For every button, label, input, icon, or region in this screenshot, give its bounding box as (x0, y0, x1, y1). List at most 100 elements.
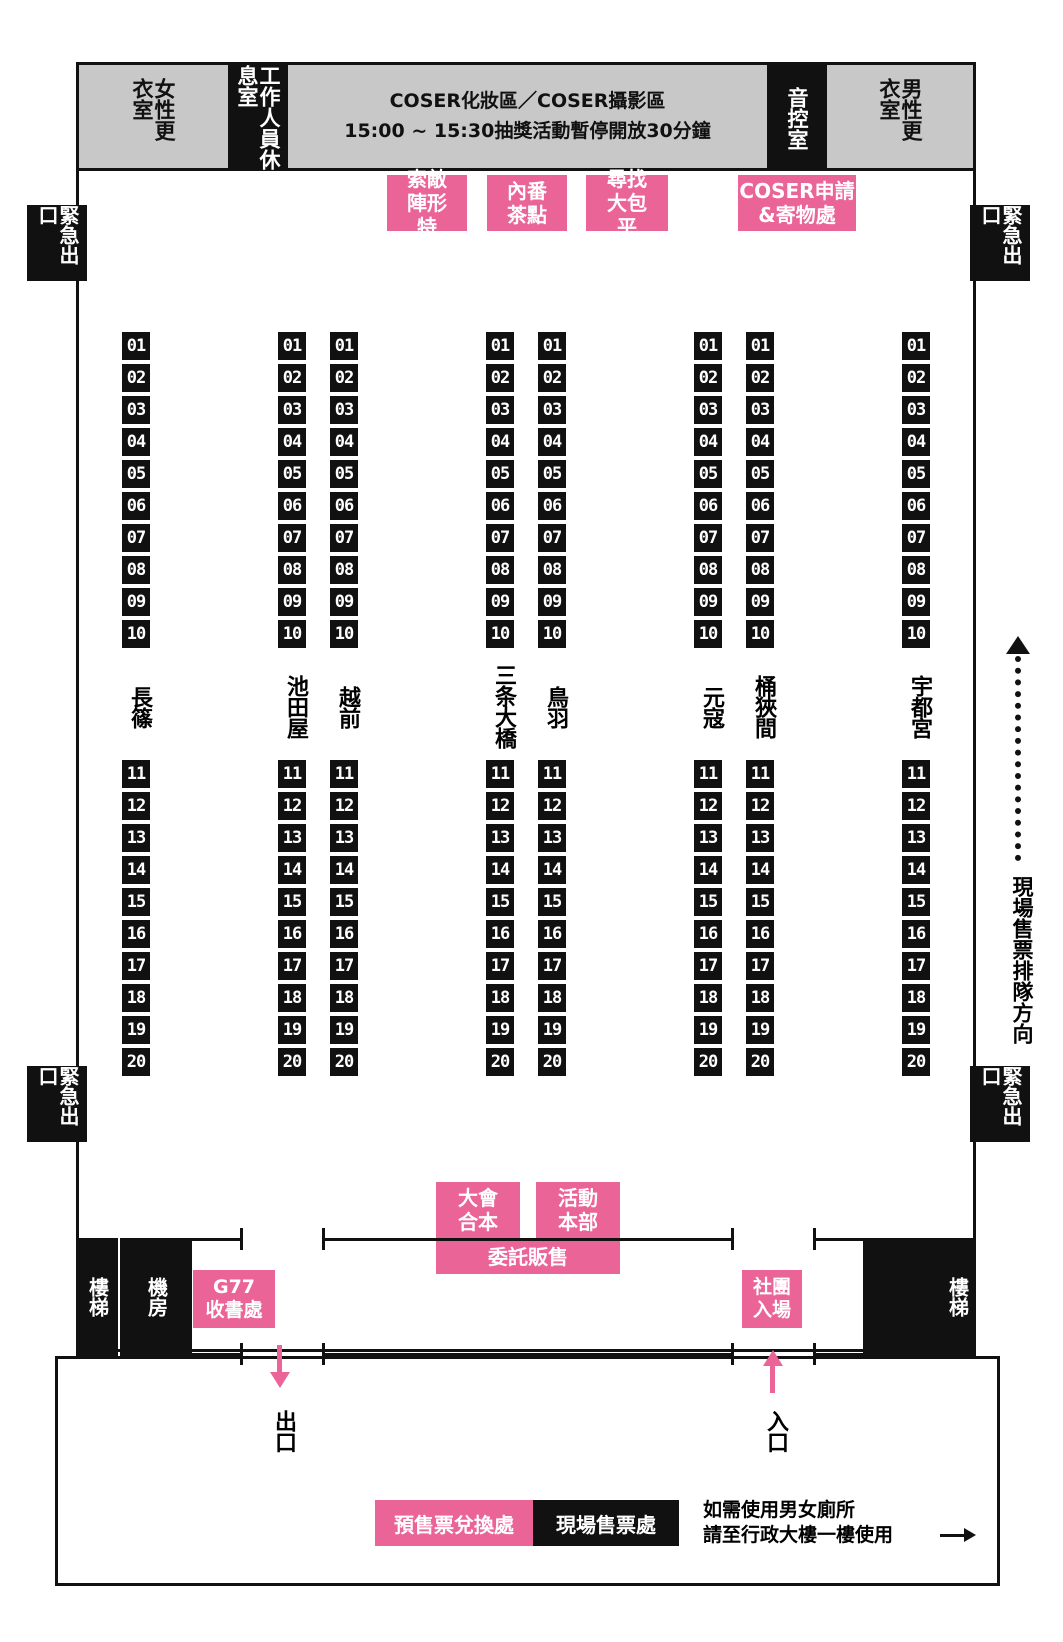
seat[interactable]: 13 (538, 824, 566, 852)
seat[interactable]: 20 (746, 1048, 774, 1076)
seat[interactable]: 01 (902, 332, 930, 360)
seat[interactable]: 03 (330, 396, 358, 424)
seat[interactable]: 01 (330, 332, 358, 360)
seat[interactable]: 13 (486, 824, 514, 852)
seat[interactable]: 14 (330, 856, 358, 884)
seat[interactable]: 06 (694, 492, 722, 520)
seat[interactable]: 13 (330, 824, 358, 852)
seat[interactable]: 11 (486, 760, 514, 788)
seat[interactable]: 16 (746, 920, 774, 948)
seat[interactable]: 14 (486, 856, 514, 884)
seat[interactable]: 15 (694, 888, 722, 916)
seat[interactable]: 05 (694, 460, 722, 488)
seat[interactable]: 04 (330, 428, 358, 456)
seat[interactable]: 14 (746, 856, 774, 884)
seat[interactable]: 12 (122, 792, 150, 820)
seat[interactable]: 16 (486, 920, 514, 948)
seat[interactable]: 07 (278, 524, 306, 552)
seat[interactable]: 15 (486, 888, 514, 916)
seat[interactable]: 18 (694, 984, 722, 1012)
seat[interactable]: 02 (694, 364, 722, 392)
seat[interactable]: 18 (486, 984, 514, 1012)
seat[interactable]: 06 (330, 492, 358, 520)
seat[interactable]: 02 (746, 364, 774, 392)
seat[interactable]: 11 (694, 760, 722, 788)
seat[interactable]: 12 (278, 792, 306, 820)
seat[interactable]: 10 (538, 620, 566, 648)
seat[interactable]: 10 (902, 620, 930, 648)
seat[interactable]: 06 (538, 492, 566, 520)
seat[interactable]: 13 (902, 824, 930, 852)
seat[interactable]: 02 (122, 364, 150, 392)
seat[interactable]: 01 (746, 332, 774, 360)
seat[interactable]: 04 (902, 428, 930, 456)
emergency-exit-top-right[interactable]: 緊急出口 (970, 205, 1030, 281)
seat[interactable]: 16 (330, 920, 358, 948)
seat[interactable]: 01 (278, 332, 306, 360)
seat[interactable]: 19 (486, 1016, 514, 1044)
seat[interactable]: 03 (486, 396, 514, 424)
seat[interactable]: 12 (486, 792, 514, 820)
seat[interactable]: 03 (122, 396, 150, 424)
seat[interactable]: 16 (538, 920, 566, 948)
seat[interactable]: 02 (902, 364, 930, 392)
seat[interactable]: 03 (746, 396, 774, 424)
seat[interactable]: 05 (902, 460, 930, 488)
seat[interactable]: 10 (486, 620, 514, 648)
seat[interactable]: 19 (538, 1016, 566, 1044)
seat[interactable]: 18 (278, 984, 306, 1012)
seat[interactable]: 07 (486, 524, 514, 552)
seat[interactable]: 03 (902, 396, 930, 424)
seat[interactable]: 12 (746, 792, 774, 820)
seat[interactable]: 05 (122, 460, 150, 488)
emergency-exit-bottom-left[interactable]: 緊急出口 (27, 1066, 87, 1142)
seat[interactable]: 19 (694, 1016, 722, 1044)
seat[interactable]: 01 (694, 332, 722, 360)
seat[interactable]: 06 (278, 492, 306, 520)
seat[interactable]: 01 (122, 332, 150, 360)
seat[interactable]: 14 (538, 856, 566, 884)
seat[interactable]: 03 (278, 396, 306, 424)
seat[interactable]: 16 (278, 920, 306, 948)
seat[interactable]: 18 (122, 984, 150, 1012)
seat[interactable]: 15 (746, 888, 774, 916)
seat[interactable]: 07 (746, 524, 774, 552)
seat[interactable]: 10 (746, 620, 774, 648)
seat[interactable]: 02 (278, 364, 306, 392)
seat[interactable]: 18 (538, 984, 566, 1012)
seat[interactable]: 08 (486, 556, 514, 584)
seat[interactable]: 13 (122, 824, 150, 852)
seat[interactable]: 19 (902, 1016, 930, 1044)
seat[interactable]: 06 (122, 492, 150, 520)
seat[interactable]: 18 (746, 984, 774, 1012)
seat[interactable]: 03 (694, 396, 722, 424)
seat[interactable]: 02 (538, 364, 566, 392)
seat[interactable]: 15 (902, 888, 930, 916)
seat[interactable]: 06 (746, 492, 774, 520)
seat[interactable]: 09 (694, 588, 722, 616)
seat[interactable]: 19 (330, 1016, 358, 1044)
seat[interactable]: 12 (538, 792, 566, 820)
seat[interactable]: 12 (330, 792, 358, 820)
seat[interactable]: 15 (538, 888, 566, 916)
emergency-exit-bottom-right[interactable]: 緊急出口 (970, 1066, 1030, 1142)
seat[interactable]: 04 (278, 428, 306, 456)
seat[interactable]: 14 (278, 856, 306, 884)
emergency-exit-top-left[interactable]: 緊急出口 (27, 205, 87, 281)
seat[interactable]: 09 (902, 588, 930, 616)
seat[interactable]: 10 (694, 620, 722, 648)
seat[interactable]: 19 (746, 1016, 774, 1044)
seat[interactable]: 15 (330, 888, 358, 916)
seat[interactable]: 07 (330, 524, 358, 552)
seat[interactable]: 04 (694, 428, 722, 456)
seat[interactable]: 02 (486, 364, 514, 392)
seat[interactable]: 08 (330, 556, 358, 584)
seat[interactable]: 20 (122, 1048, 150, 1076)
seat[interactable]: 02 (330, 364, 358, 392)
seat[interactable]: 17 (902, 952, 930, 980)
seat[interactable]: 17 (694, 952, 722, 980)
seat[interactable]: 08 (538, 556, 566, 584)
seat[interactable]: 09 (278, 588, 306, 616)
seat[interactable]: 08 (694, 556, 722, 584)
seat[interactable]: 14 (122, 856, 150, 884)
